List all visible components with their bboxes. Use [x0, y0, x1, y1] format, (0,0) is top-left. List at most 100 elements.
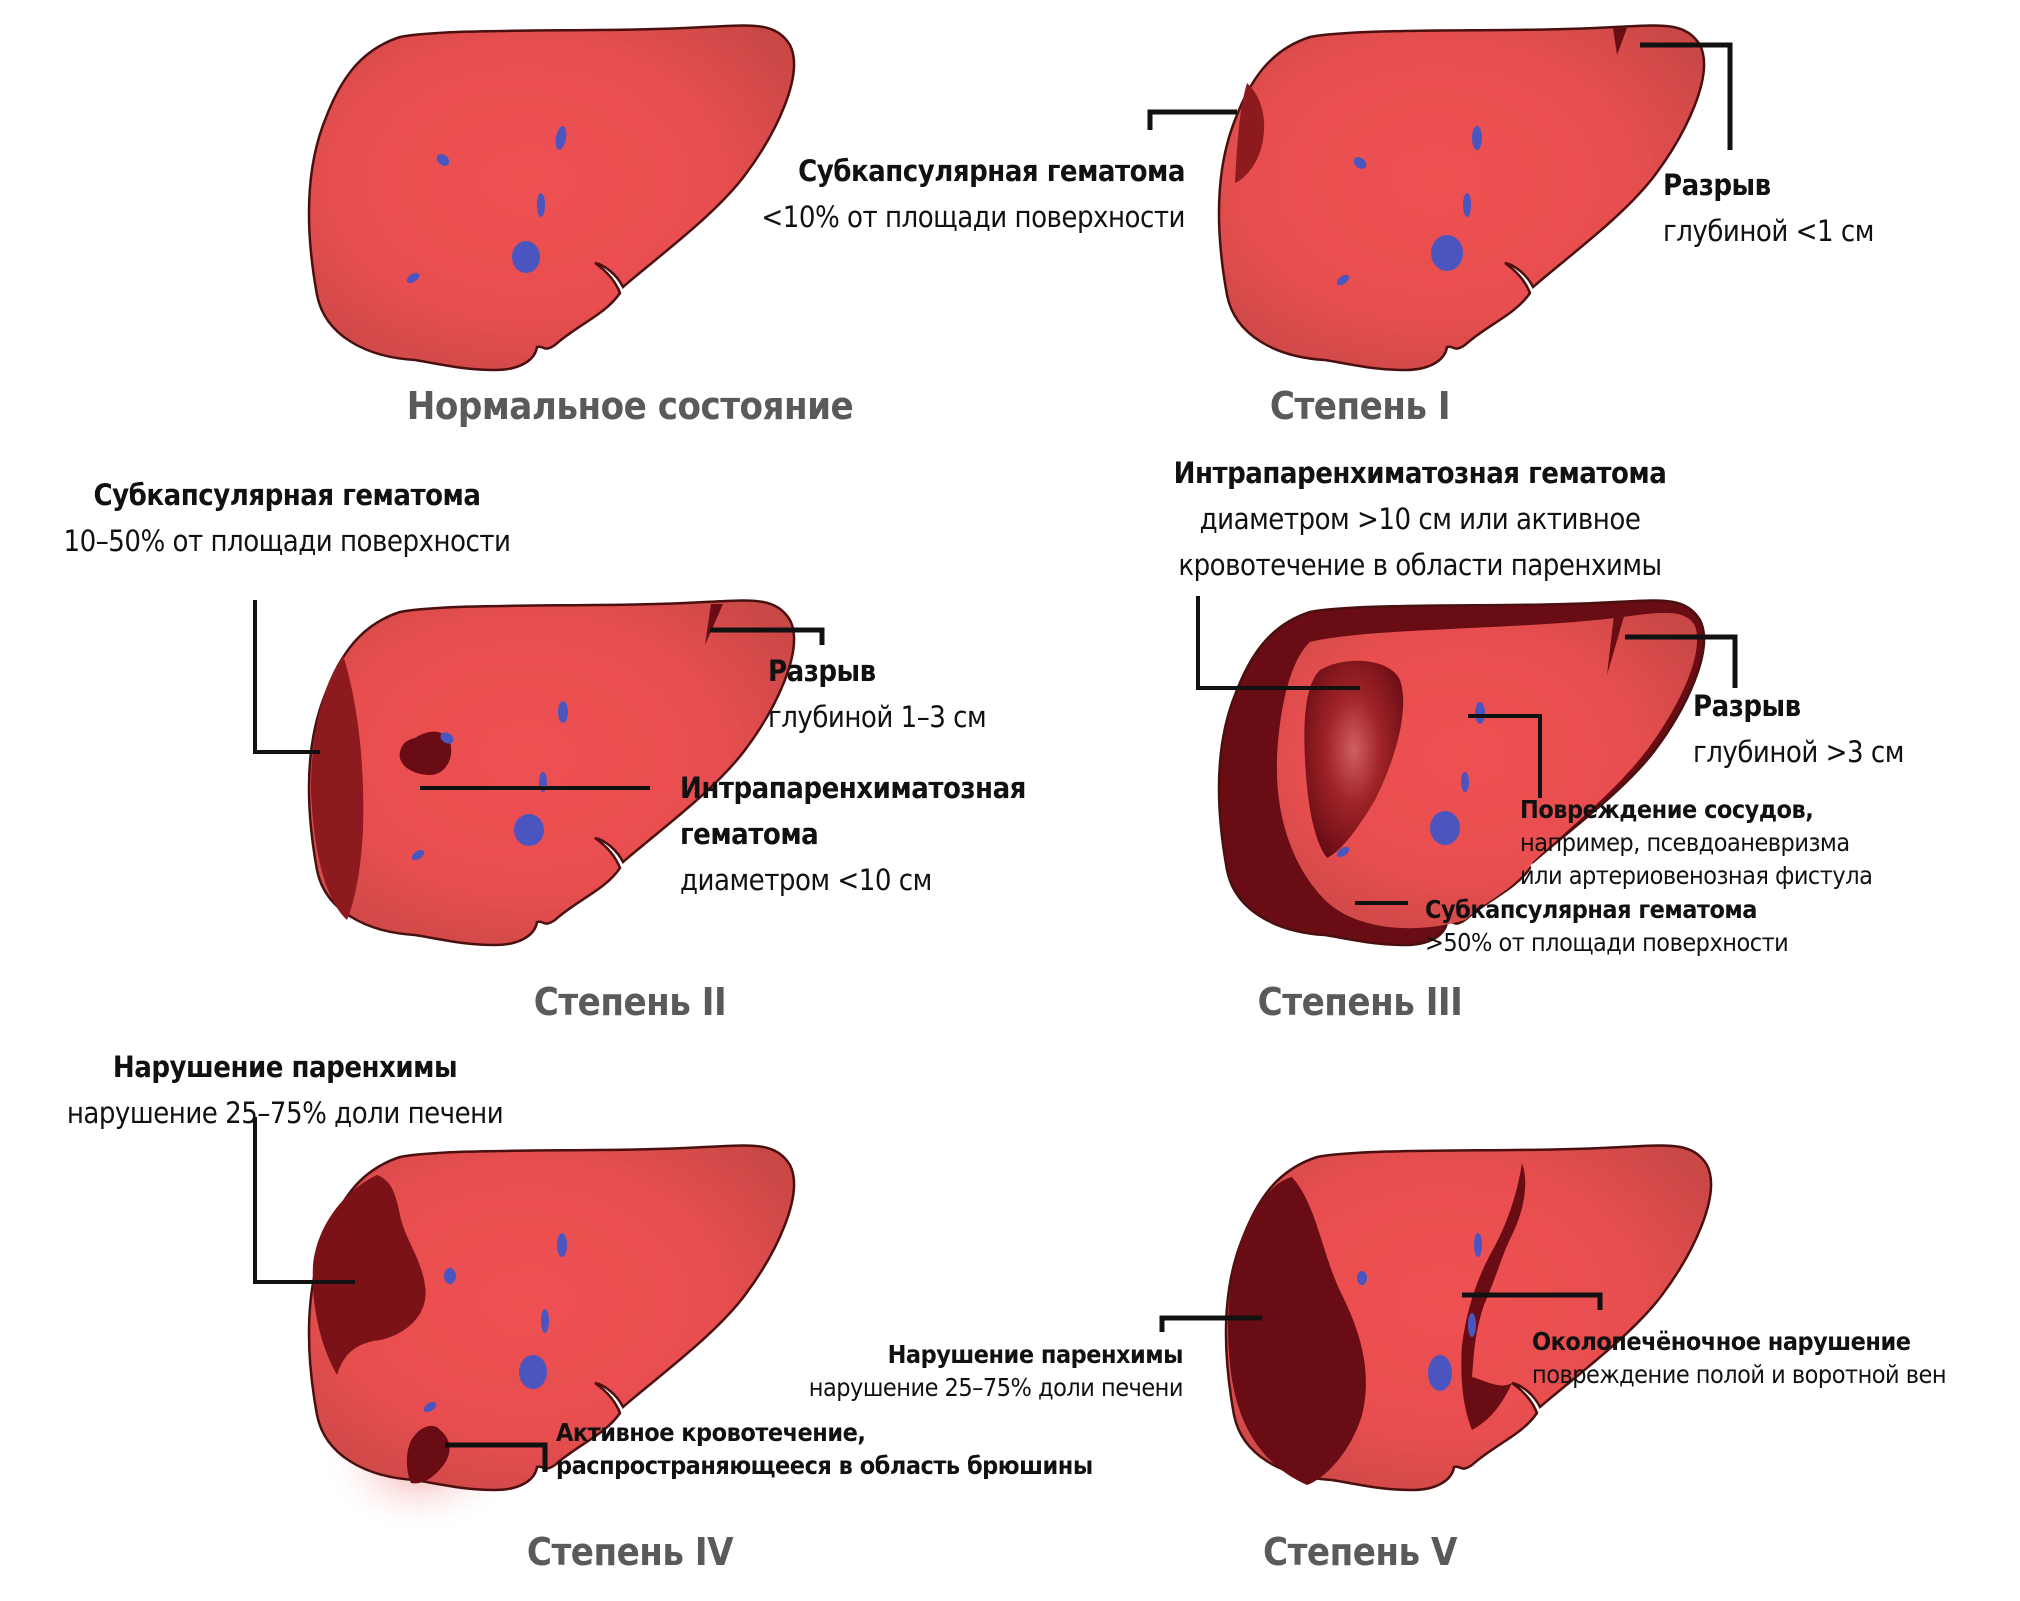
label-heading: Нарушение паренхимы	[887, 1340, 1184, 1369]
label-subcapsular-hematoma-grade-2: Субкапсулярная гематома 10–50% от площад…	[52, 472, 522, 564]
panel-title-normal: Нормальное состояние	[406, 384, 854, 428]
callout-line	[445, 1442, 548, 1472]
vessel-icon	[1472, 126, 1482, 150]
label-detail: например, псевдоаневризма	[1520, 828, 1850, 857]
label-heading: Разрыв	[1663, 168, 1771, 202]
vessel-icon	[512, 241, 540, 273]
intraparenchymal-hematoma	[1304, 660, 1404, 858]
callout-line	[253, 1117, 355, 1284]
label-heading: Повреждение сосудов,	[1520, 795, 1814, 824]
label-subcapsular-hematoma-grade-1: Субкапсулярная гематома <10% от площади …	[761, 148, 1185, 240]
label-heading: Интрапаренхиматозная гематома	[1173, 456, 1667, 490]
subcapsular-hematoma	[1235, 83, 1265, 183]
label-heading: Интрапаренхиматозная	[680, 771, 1026, 805]
label-detail: повреждение полой и воротной вен	[1532, 1360, 1947, 1389]
laceration	[1607, 606, 1627, 675]
label-detail-line2: или артериовенозная фистула	[1520, 861, 1873, 890]
label-intraparenchymal-hematoma-grade-3: Интрапаренхиматозная гематома диаметром …	[1160, 450, 1680, 588]
label-detail: 10–50% от площади поверхности	[63, 524, 511, 558]
vessel-icon	[1336, 274, 1350, 286]
vessel-icon	[1474, 1233, 1482, 1257]
vessel-icon	[555, 126, 567, 150]
label-heading-line2: гематома	[680, 817, 819, 851]
liver-grade-2	[307, 599, 796, 947]
vessel-icon	[436, 154, 450, 166]
callout-line	[1640, 42, 1733, 150]
label-detail: распространяющееся в область брюшины	[556, 1451, 1093, 1480]
parenchymal-disruption	[1228, 1177, 1366, 1485]
vessel-icon	[423, 1401, 437, 1413]
label-detail: диаметром >10 см или активное	[1199, 502, 1641, 536]
liver-grade-5	[1224, 1144, 1713, 1492]
panel-title-grade-3: Степень III	[1257, 980, 1463, 1024]
vessel-icon	[558, 701, 568, 723]
vessel-icon	[557, 1233, 567, 1257]
parenchymal-disruption	[312, 1175, 426, 1375]
label-heading: Разрыв	[768, 654, 876, 688]
label-detail: нарушение 25–75% доли печени	[808, 1373, 1184, 1402]
vessel-icon	[1428, 1355, 1452, 1391]
callout-line	[253, 600, 320, 754]
label-laceration-grade-1: Разрыв глубиной <1 см	[1663, 162, 1874, 254]
callout-line	[1625, 634, 1738, 688]
panel-title-grade-4: Степень IV	[526, 1530, 734, 1574]
vessel-icon	[1431, 235, 1463, 271]
label-detail: <10% от площади поверхности	[761, 200, 1185, 234]
label-heading: Разрыв	[1693, 689, 1801, 723]
label-laceration-grade-2: Разрыв глубиной 1–3 см	[768, 648, 987, 740]
label-detail: >50% от площади поверхности	[1425, 928, 1789, 957]
label-detail: глубиной <1 см	[1663, 214, 1874, 248]
label-heading: Околопечёночное нарушение	[1532, 1327, 1911, 1356]
intraparenchymal-hematoma	[399, 731, 452, 775]
vessel-icon	[1353, 157, 1367, 169]
label-heading: Нарушение паренхимы	[112, 1050, 458, 1084]
vessel-icon	[1461, 772, 1469, 792]
label-heading: Субкапсулярная гематома	[1425, 895, 1757, 924]
callout-line	[1468, 714, 1542, 798]
callout-line	[1147, 109, 1237, 130]
liver-grade-4	[307, 1144, 796, 1492]
juxtahepatic-injury	[1461, 1163, 1526, 1430]
label-heading: Субкапсулярная гематома	[93, 478, 481, 512]
vessel-icon	[519, 1355, 547, 1389]
label-heading: Субкапсулярная гематома	[798, 154, 1185, 188]
active-bleeding	[406, 1425, 450, 1484]
label-parenchymal-disruption-grade-5: Нарушение паренхимы нарушение 25–75% дол…	[808, 1338, 1184, 1404]
callout-line	[1462, 1292, 1603, 1310]
label-detail-line2: кровотечение в области паренхимы	[1178, 548, 1662, 582]
panel-title-grade-1: Степень I	[1269, 384, 1451, 428]
label-intraparenchymal-hematoma-grade-2: Интрапаренхиматозная гематома диаметром …	[680, 765, 1026, 903]
liver-normal	[307, 24, 796, 372]
vessel-icon	[1336, 846, 1350, 858]
vessel-icon	[411, 849, 425, 861]
label-detail: глубиной 1–3 см	[768, 700, 987, 734]
label-vascular-injury-grade-3: Повреждение сосудов, например, псевдоане…	[1520, 793, 1873, 892]
label-heading: Активное кровотечение,	[556, 1418, 866, 1447]
subcapsular-hematoma	[311, 655, 364, 920]
panel-title-grade-2: Степень II	[533, 980, 727, 1024]
label-juxtahepatic-injury-grade-5: Околопечёночное нарушение повреждение по…	[1532, 1325, 1947, 1391]
liver-grade-3	[1217, 599, 1706, 947]
vessel-icon	[406, 272, 420, 284]
label-subcapsular-hematoma-grade-3: Субкапсулярная гематома >50% от площади …	[1425, 893, 1789, 959]
label-parenchymal-disruption-grade-4: Нарушение паренхимы нарушение 25–75% дол…	[40, 1044, 530, 1136]
vessel-icon	[440, 732, 454, 744]
label-laceration-grade-3: Разрыв глубиной >3 см	[1693, 683, 1904, 775]
label-detail: глубиной >3 см	[1693, 735, 1904, 769]
panel-title-grade-5: Степень V	[1263, 1530, 1458, 1574]
vessel-icon	[1430, 811, 1460, 845]
callout-line	[710, 627, 825, 645]
callout-line	[1196, 596, 1360, 690]
label-detail: диаметром <10 см	[680, 863, 932, 897]
vessel-icon	[541, 1309, 549, 1333]
vessel-icon	[444, 1268, 456, 1284]
vessel-icon	[537, 193, 545, 217]
vessel-icon	[514, 814, 544, 846]
vessel-icon	[1475, 702, 1485, 724]
vessel-icon	[1468, 1313, 1476, 1337]
vessel-icon	[1357, 1271, 1367, 1285]
label-detail: нарушение 25–75% доли печени	[66, 1096, 504, 1130]
vessel-icon	[1463, 193, 1471, 217]
laceration	[1613, 28, 1627, 55]
